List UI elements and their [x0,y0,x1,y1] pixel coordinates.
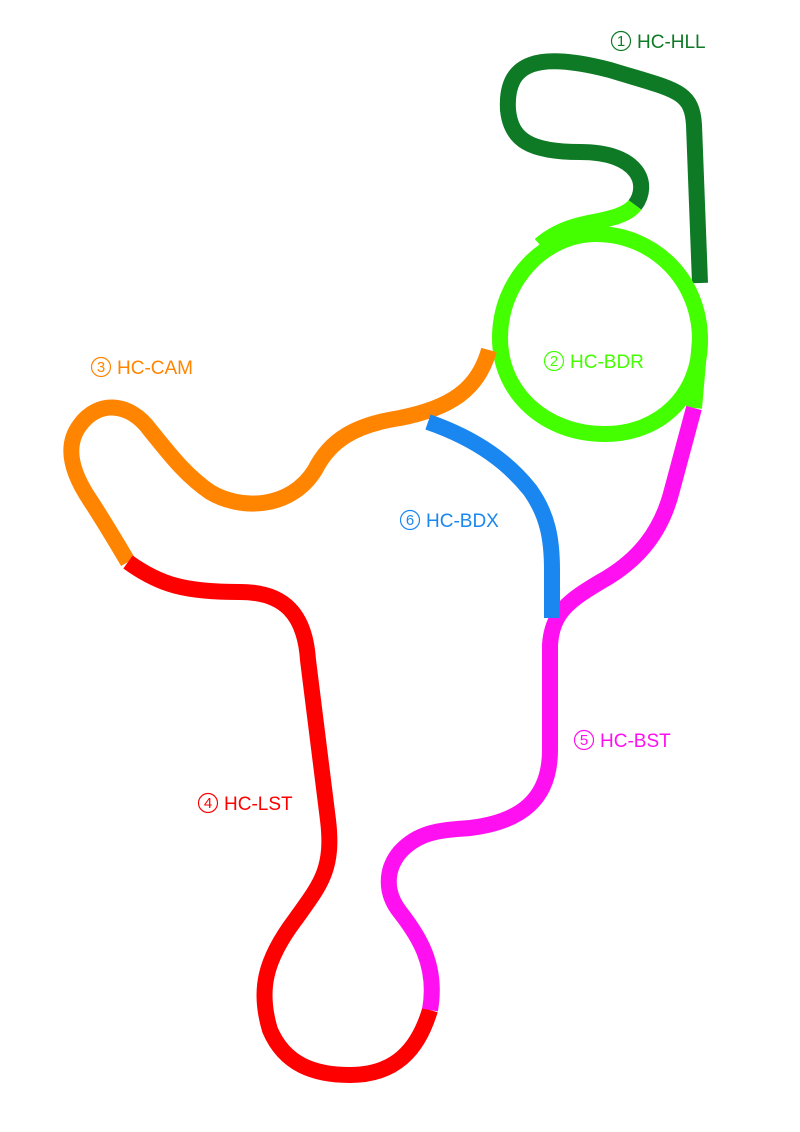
segment-hc-hll [499,53,708,284]
segment-hc-bdr-loop [492,226,708,442]
number-badge [90,356,112,378]
segment-hc-bdr-connector [534,199,642,252]
label-number: 2 [550,353,558,370]
label-number: 1 [617,33,625,50]
number-badge [197,792,219,814]
number-badge [573,729,595,751]
segment-hc-cam [63,347,497,567]
number-badge [399,509,421,531]
label-number: 5 [580,732,588,749]
label-code: HC-HLL [637,32,706,53]
label-code: HC-BDX [426,511,499,532]
label-hc-bst: 5 HC-BST [573,729,671,752]
segment-hc-bdr-tail [686,339,708,409]
label-number: 4 [204,795,212,812]
label-code: HC-CAM [117,358,193,379]
label-hc-bdx: 6 HC-BDX [399,509,499,532]
label-hc-bdr: 2 HC-BDR [543,350,644,373]
label-number: 3 [97,359,105,376]
label-hc-lst: 4 HC-LST [197,792,293,815]
number-badge [610,30,632,52]
segment-hc-bdx [425,414,560,618]
label-code: HC-LST [224,794,293,815]
label-number: 6 [406,512,414,529]
number-badge [543,350,565,372]
label-code: HC-BDR [570,352,644,373]
segment-hc-bst [380,405,702,1012]
segment-hc-lst [123,555,438,1083]
label-hc-hll: 1 HC-HLL [610,30,706,53]
label-hc-cam: 3 HC-CAM [90,356,193,379]
label-code: HC-BST [600,731,671,752]
